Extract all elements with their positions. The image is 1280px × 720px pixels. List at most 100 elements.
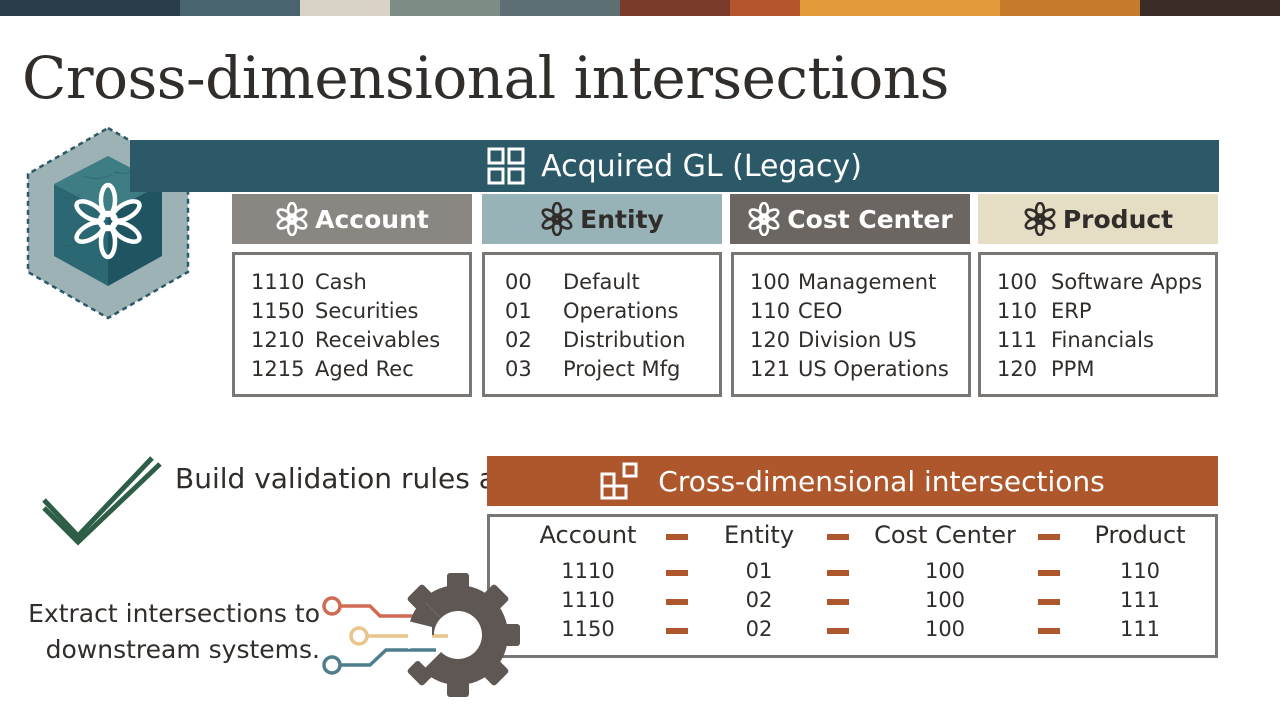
hex-flower	[74, 182, 142, 260]
member-name: Distribution	[563, 328, 686, 352]
intersection-cost-center: 100	[924, 559, 966, 583]
member-code: 120	[997, 357, 1038, 381]
member-row: 00 Default	[501, 268, 719, 297]
point-text: Extract intersections to downstream syst…	[28, 599, 320, 664]
dimension-header-product: Product	[978, 194, 1218, 244]
member-row: 110 CEO	[750, 297, 968, 326]
separator-dash	[666, 570, 688, 576]
member-name: Software Apps	[1051, 270, 1203, 294]
member-code: 110	[750, 299, 791, 323]
member-code: 1210	[251, 328, 305, 352]
checkmark-icon	[42, 456, 162, 546]
member-code: 120	[750, 328, 791, 352]
intersections-title: Cross-dimensional intersections	[658, 464, 1105, 498]
legacy-gl-label: Acquired GL (Legacy)	[541, 148, 862, 184]
flower-icon	[747, 202, 781, 236]
member-code: 111	[997, 328, 1038, 352]
legacy-gl-bar: Acquired GL (Legacy)	[130, 140, 1219, 192]
member-name: US Operations	[798, 357, 949, 381]
member-code: 03	[505, 357, 532, 381]
slide-title: Cross-dimensional intersections	[22, 44, 949, 112]
separator-dash	[827, 570, 849, 576]
intersection-account: 1150	[561, 617, 615, 641]
member-name: CEO	[798, 299, 843, 323]
member-row: 100 Management	[750, 268, 968, 297]
separator-dash	[666, 599, 688, 605]
blocks-icon	[600, 462, 638, 500]
banner-art	[0, 0, 1280, 16]
intersection-product: 111	[1119, 617, 1161, 641]
member-code: 110	[997, 299, 1038, 323]
member-name: Project Mfg	[563, 357, 681, 381]
dimension-members-product: 100 Software Apps 110 ERP 111 Financials 12…	[978, 252, 1218, 397]
dimension-header-account: Account	[232, 194, 472, 244]
dimension-name: Entity	[580, 204, 664, 234]
member-name: Receivables	[315, 328, 441, 352]
flower-icon	[540, 202, 574, 236]
member-row: 121 US Operations	[750, 355, 968, 384]
intersection-product: 110	[1119, 559, 1161, 583]
gear-icon	[322, 573, 520, 697]
separator-dash	[1038, 570, 1060, 576]
member-code: 1150	[251, 299, 305, 323]
separator-dash	[666, 628, 688, 634]
column-header-product: Product	[1094, 521, 1186, 549]
member-name: Default	[563, 270, 640, 294]
member-name: Cash	[315, 270, 367, 294]
member-row: 110 ERP	[997, 297, 1215, 326]
intersection-entity: 01	[745, 559, 773, 583]
intersection-product: 111	[1119, 588, 1161, 612]
member-name: ERP	[1051, 299, 1092, 323]
member-row: 100 Software Apps	[997, 268, 1215, 297]
intersection-cost-center: 100	[924, 617, 966, 641]
intersections-table: Account Entity Cost Center Product 1110 …	[487, 514, 1218, 658]
separator-dash	[1038, 534, 1060, 540]
column-header-cost-center: Cost Center	[874, 521, 1016, 549]
member-code: 1110	[251, 270, 305, 294]
column-header-entity: Entity	[723, 521, 795, 549]
member-row: 1150 Securities	[251, 297, 469, 326]
member-row: 1110 Cash	[251, 268, 469, 297]
intersections-bar: Cross-dimensional intersections	[487, 456, 1218, 506]
member-code: 01	[505, 299, 532, 323]
column-header-account: Account	[539, 521, 637, 549]
intersection-entity: 02	[745, 617, 773, 641]
separator-dash	[1038, 628, 1060, 634]
separator-dash	[1038, 599, 1060, 605]
intersection-cost-center: 100	[924, 588, 966, 612]
grid-icon	[487, 147, 525, 185]
member-name: Management	[798, 270, 937, 294]
member-row: 03 Project Mfg	[501, 355, 719, 384]
intersection-account: 1110	[561, 588, 615, 612]
dimension-name: Cost Center	[787, 204, 953, 234]
member-row: 1210 Receivables	[251, 326, 469, 355]
member-code: 1215	[251, 357, 305, 381]
separator-dash	[827, 534, 849, 540]
member-name: Division US	[798, 328, 917, 352]
dimension-name: Product	[1062, 204, 1174, 234]
top-banner	[0, 0, 1280, 16]
member-name: Aged Rec	[315, 357, 414, 381]
member-row: 120 Division US	[750, 326, 968, 355]
member-code: 00	[505, 270, 532, 294]
dimension-header-entity: Entity	[482, 194, 722, 244]
member-code: 121	[750, 357, 791, 381]
dimension-name: Account	[315, 204, 429, 234]
member-name: Financials	[1051, 328, 1154, 352]
member-name: Securities	[315, 299, 419, 323]
separator-dash	[827, 599, 849, 605]
member-name: Operations	[563, 299, 679, 323]
member-row: 1215 Aged Rec	[251, 355, 469, 384]
flower-icon	[275, 202, 309, 236]
member-row: 01 Operations	[501, 297, 719, 326]
member-code: 100	[750, 270, 791, 294]
member-row: 111 Financials	[997, 326, 1215, 355]
member-code: 100	[997, 270, 1038, 294]
flower-icon	[1023, 202, 1057, 236]
separator-dash	[827, 628, 849, 634]
point-extract-intersections: Extract intersections to downstream syst…	[14, 596, 320, 668]
